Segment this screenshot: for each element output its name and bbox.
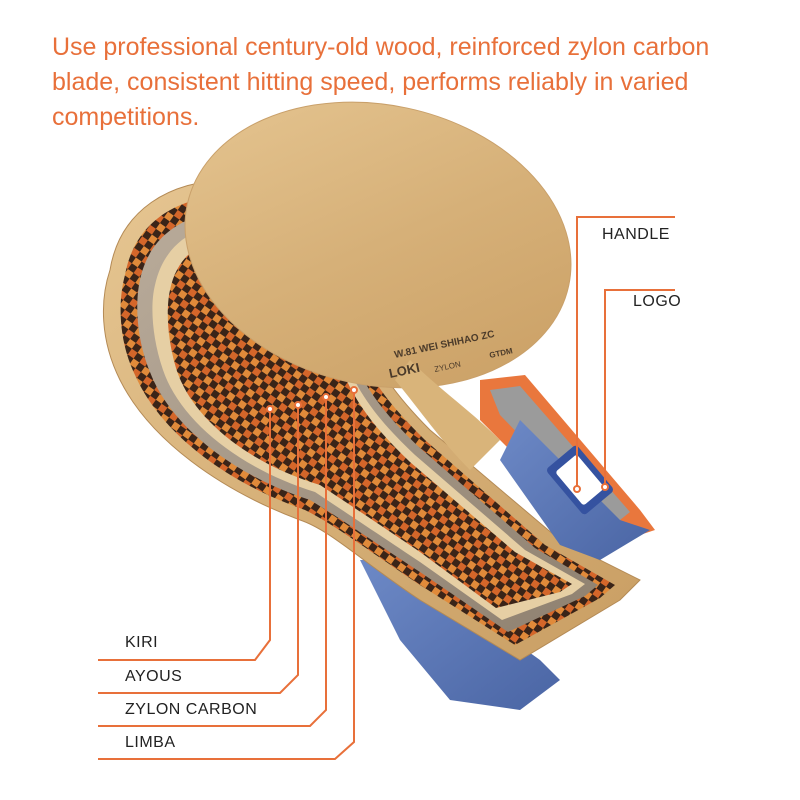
handle-bottom — [360, 560, 560, 710]
leader-zylon — [98, 398, 327, 727]
leader-handle — [576, 216, 675, 487]
leader-limba — [98, 391, 355, 760]
dot-kiri — [266, 405, 274, 413]
leader-ayous — [98, 406, 299, 694]
blade-face — [184, 101, 572, 389]
dot-zylon — [322, 393, 330, 401]
leader-logo — [604, 289, 675, 485]
label-ayous: AYOUS — [125, 668, 183, 685]
blade-neck — [395, 360, 500, 470]
label-handle: HANDLE — [602, 226, 670, 243]
label-limba: LIMBA — [125, 734, 176, 751]
blade-print-brand: LOKI — [388, 360, 422, 381]
dot-ayous — [294, 401, 302, 409]
dot-logo — [601, 483, 609, 491]
label-logo: LOGO — [633, 293, 682, 310]
label-zylon-carbon: ZYLON CARBON — [125, 701, 258, 718]
dot-handle — [573, 485, 581, 493]
dot-limba — [350, 386, 358, 394]
label-kiri: KIRI — [125, 634, 159, 651]
headline-text: Use professional century-old wood, reinf… — [52, 33, 710, 131]
leader-kiri — [98, 410, 271, 661]
